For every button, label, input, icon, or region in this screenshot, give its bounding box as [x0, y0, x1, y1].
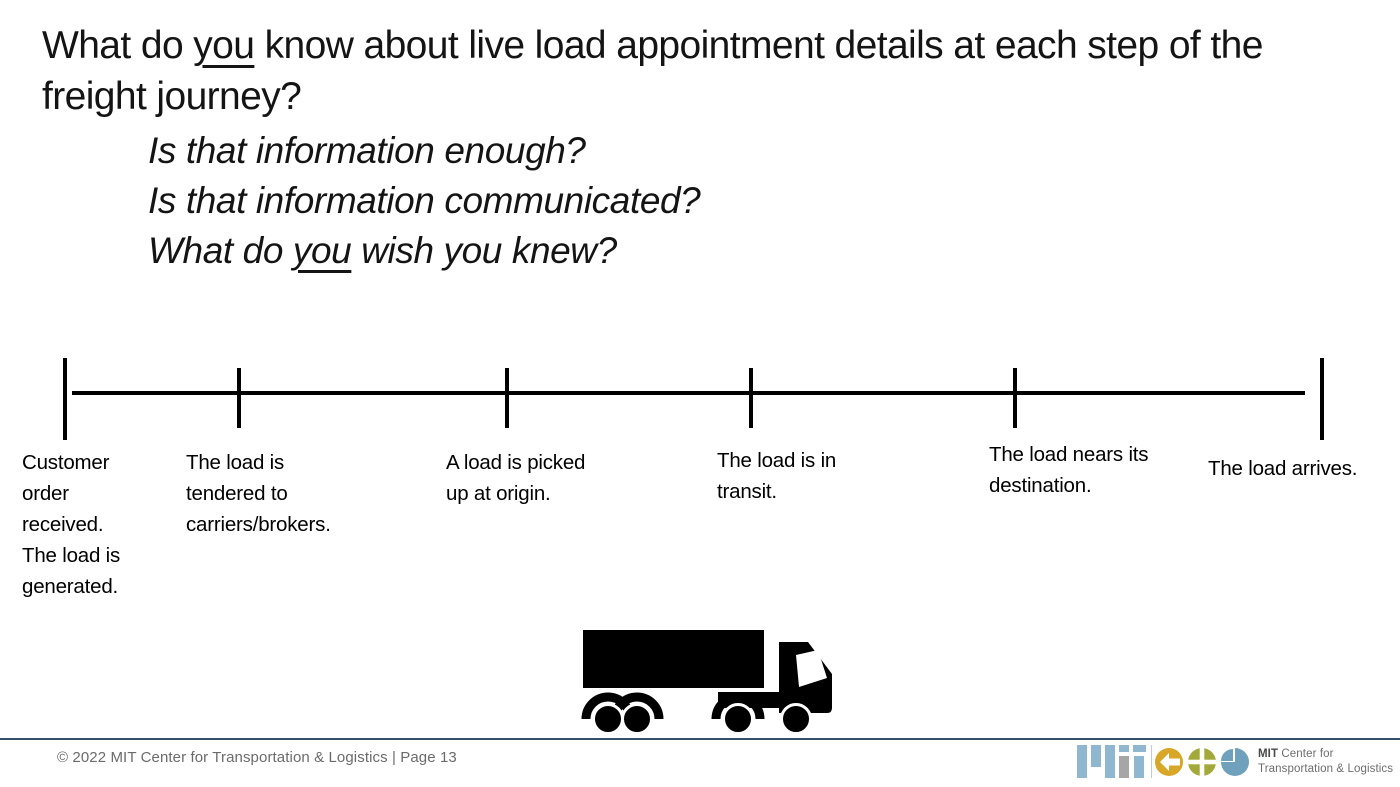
- question3-post: wish you knew?: [351, 230, 617, 271]
- timeline-tick-5: [1013, 368, 1017, 428]
- stage-label-picked-up: A load is picked up at origin.: [446, 451, 586, 505]
- title-text-post: know about live load appointment details…: [42, 24, 1263, 118]
- mit-logo-bar: [1091, 745, 1101, 767]
- logo-divider: [1151, 745, 1152, 778]
- question3-pre: What do: [148, 230, 293, 271]
- ctl-text-center-for: Center for: [1278, 748, 1334, 760]
- slide-title: What do you know about live load appoint…: [42, 20, 1327, 122]
- footer-copyright: © 2022 MIT Center for Transportation & L…: [57, 749, 457, 766]
- stage-label-order-received: Customer order received. The load is gen…: [22, 451, 121, 598]
- footer-divider: [0, 738, 1400, 740]
- mit-logo-t-cross: [1133, 745, 1146, 752]
- ctl-text-mit: MIT: [1258, 748, 1279, 760]
- timeline-tick-2: [237, 368, 241, 428]
- title-text-pre: What do: [42, 24, 194, 67]
- mit-logo-icon: [1077, 745, 1147, 778]
- stage-label-tendered: The load is tendered to carriers/brokers…: [186, 451, 331, 536]
- timeline-tick-end: [1320, 358, 1324, 440]
- question-list: Is that information enough? Is that info…: [148, 126, 1048, 276]
- ctl-text-transportation: Transportation & Logistics: [1258, 763, 1394, 775]
- question-communicated: Is that information communicated?: [148, 180, 701, 221]
- stage-label-nears-destination: The load nears its destination.: [989, 443, 1149, 497]
- truck-icon: [581, 630, 832, 734]
- mit-logo-i-stem: [1119, 756, 1129, 778]
- mit-logo-bar: [1105, 745, 1115, 778]
- stage-label-in-transit: The load is in transit.: [717, 449, 837, 503]
- ctl-logo-icon: [1155, 746, 1249, 777]
- question-enough: Is that information enough?: [148, 130, 586, 171]
- timeline-tick-4: [749, 368, 753, 428]
- question-wish-you-knew: What do you wish you knew?: [148, 226, 1048, 276]
- mit-logo-bar: [1077, 745, 1087, 778]
- ctl-logo-text: MIT Center for Transportation & Logistic…: [1258, 747, 1393, 777]
- title-underlined-you: you: [193, 24, 255, 67]
- mit-logo-t-stem: [1134, 756, 1144, 778]
- stage-label-arrives: The load arrives.: [1208, 457, 1358, 480]
- timeline-axis: [72, 391, 1305, 395]
- mit-logo-i-dot: [1119, 745, 1129, 752]
- timeline-tick-start: [63, 358, 67, 440]
- timeline-tick-3: [505, 368, 509, 428]
- question3-underlined-you: you: [292, 230, 352, 271]
